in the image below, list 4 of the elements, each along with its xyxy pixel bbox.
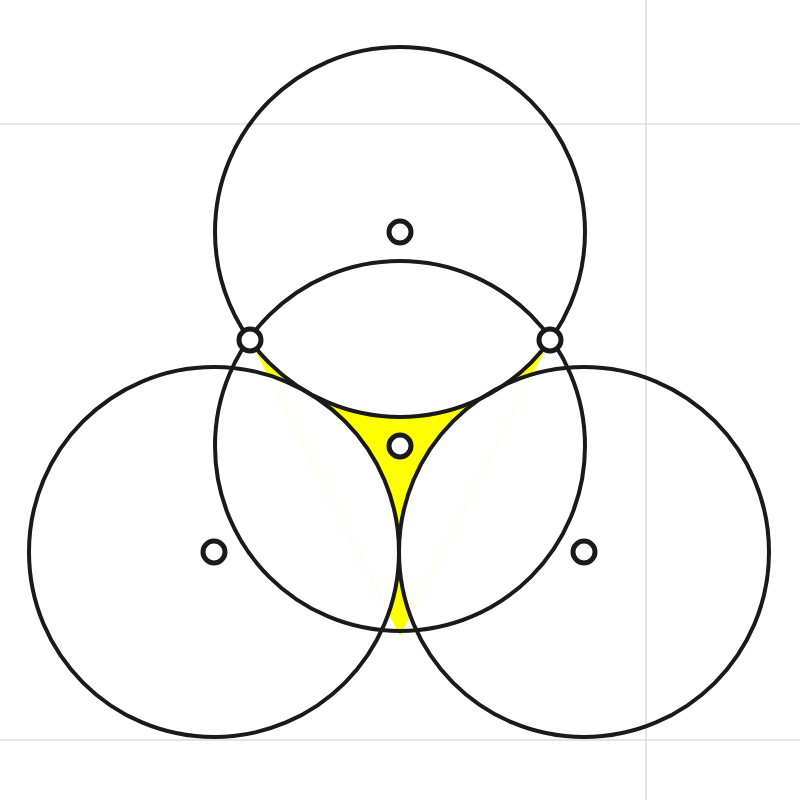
- circle: [27, 365, 401, 739]
- circle: [397, 365, 771, 739]
- circle: [213, 259, 587, 633]
- circle: [213, 45, 587, 419]
